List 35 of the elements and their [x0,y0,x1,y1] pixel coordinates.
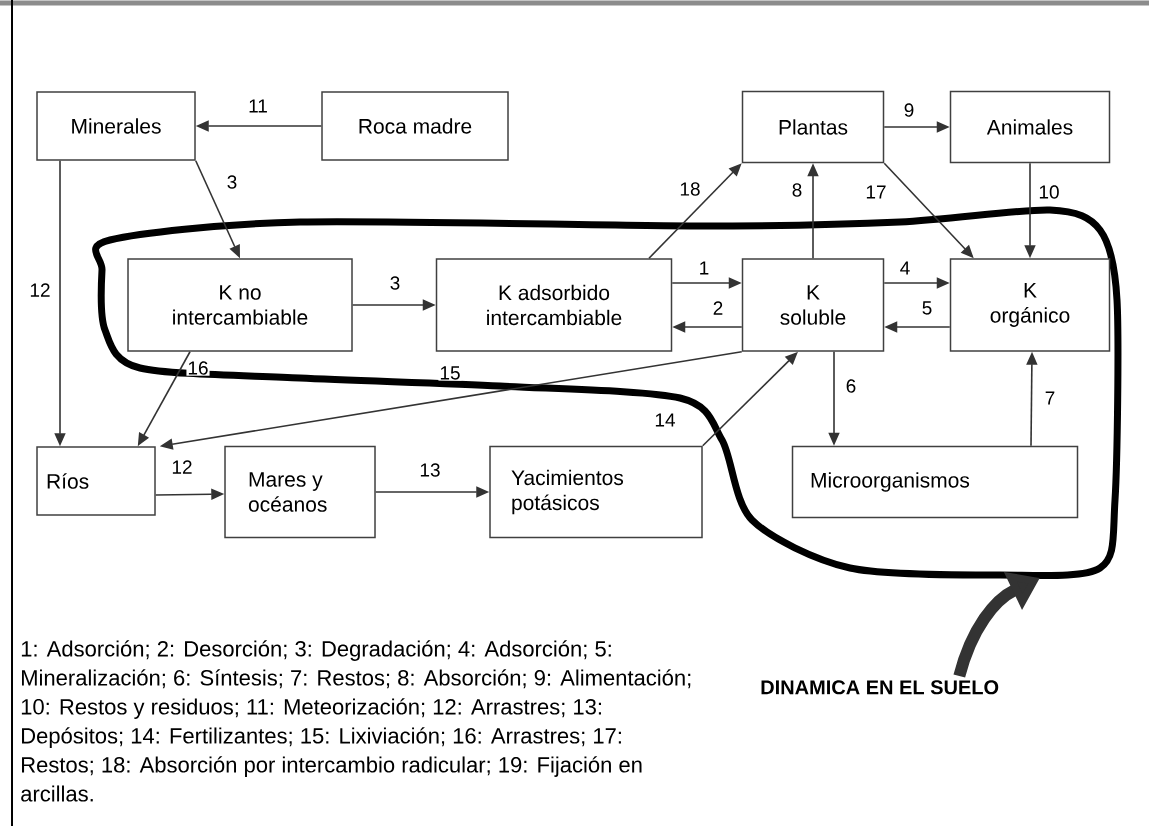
edge-label: 7 [1043,390,1057,406]
edge-label: 13 [418,462,442,478]
edge-label: 10 [1037,184,1061,200]
edge-label: 15 [438,365,462,381]
process-box: K orgánico [949,258,1111,352]
process-box: Microorganismos [791,445,1079,519]
edge-label: 6 [844,378,858,394]
edge-label: 3 [225,174,239,190]
edge-label: 18 [678,181,702,197]
process-box: K soluble [741,258,885,352]
arrow [648,163,742,260]
process-box: Mares y océanos [224,445,376,539]
process-box: Plantas [741,90,885,164]
title-text: DINAMICA EN EL SUELO [761,680,999,695]
edge-label: 8 [790,182,804,198]
process-box: Animales [949,90,1111,164]
edge-label: 11 [247,98,269,114]
edge-label: 2 [711,300,725,316]
edge-label: 3 [388,275,402,291]
edge-label: 17 [864,184,888,200]
edge-label: 12 [170,459,194,475]
process-box: Roca madre [321,91,509,161]
process-box: K no intercambiable [127,258,353,352]
edge-label: 9 [902,102,916,118]
legend-text: 1: Adsorción; 2: Desorción; 3: Degradación; 4: Adsorción; 5: Mineralización; 6: Síntesis; 7: Restos; 8: Absorción; 9: Alimentación; 10: Restos y residuos; 11: Meteorización; 12: Arrastres; 13: Depósitos; 14: Fertilizantes; 15: Lixiviación; 16: Arrastres; 17: Restos; 18: Absorción por intercambio radicular; 19: Fijación en arcillas. [21,640,691,802]
process-box: K adsorbido intercambiable [435,258,673,352]
process-box: Minerales [36,91,196,161]
edge-label: 14 [653,412,677,428]
edge-label: 5 [920,300,934,316]
edge-label: 12 [28,282,52,298]
process-box: Yacimientos potásicos [489,445,703,539]
edge-label: 4 [898,260,912,276]
process-box: Ríos [36,446,156,516]
edge-label: 1 [697,260,711,276]
edge-label: 16 [186,360,210,376]
